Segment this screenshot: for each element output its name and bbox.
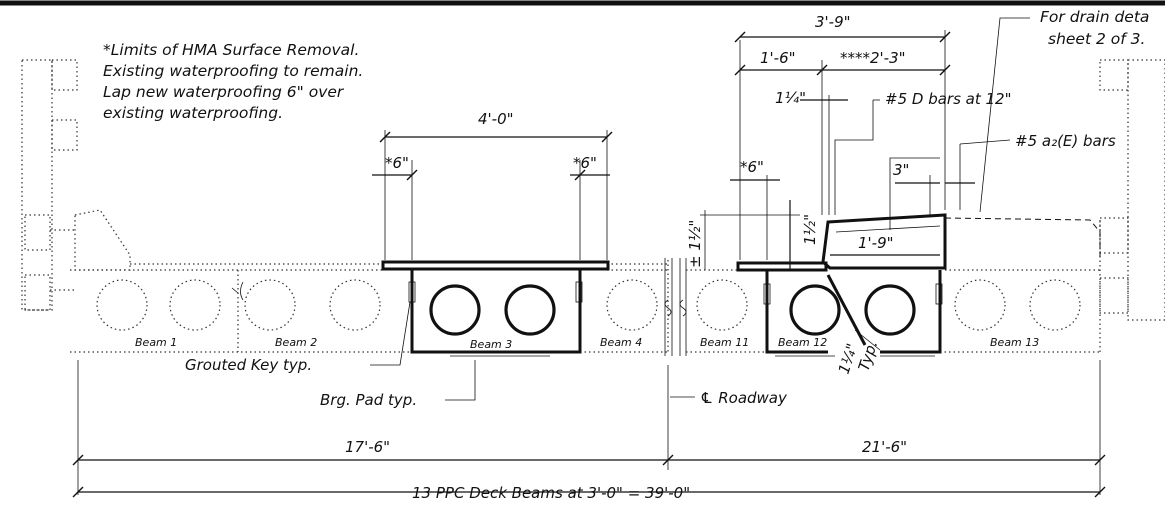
beam-void [169,279,221,331]
beam-void [96,279,148,331]
dim-three-in: 3" [893,161,909,179]
beam-3-new [381,260,610,357]
limits-note-line3: Lap new waterproofing 6" over [103,83,345,101]
dim-left-span: 17'-6" [345,438,390,456]
beam-label: Beam 2 [275,336,317,349]
deck-beams-left [70,260,669,353]
beam-label: Beam 3 [470,338,512,351]
left-barrier [21,59,131,311]
beam-labels: Beam 1 Beam 2 Beam 3 Beam 4 Beam 11 Beam… [135,336,1039,351]
break-marks [664,258,687,356]
dim-right-span: 21'-6" [862,438,907,456]
d-bars-label: #5 D bars at 12" [885,90,1012,108]
beam-void [329,279,381,331]
dim-center-width: 4'-0" [478,110,514,128]
beam-label: Beam 1 [135,336,177,349]
drain-note-line1: For drain deta [1040,8,1149,26]
beam-label: Beam 11 [700,336,749,349]
limits-note-line4: existing waterproofing. [103,104,283,122]
right-barrier [1099,59,1165,321]
dim-width-inner: 1'-9" [858,234,894,252]
limits-note-line2: Existing waterproofing to remain. [103,62,363,80]
dim-top-right: ****2'-3" [840,49,906,67]
bar-labels: #5 D bars at 12" #5 a₂(E) bars [885,90,1116,150]
callout-labels: Grouted Key typ. Brg. Pad typ. ℄ Roadway [185,356,788,409]
beam-label: Beam 4 [600,336,642,349]
grouted-key-label: Grouted Key typ. [185,356,312,374]
drain-note-line2: sheet 2 of 3. [1048,30,1145,48]
roadway-label: ℄ Roadway [700,389,788,407]
dim-top-left: 1'-6" [760,49,796,67]
dim-thickness-center: 1½" [801,214,819,245]
dimension-lines [72,17,1106,498]
beam-12-new [736,213,947,357]
deck-beams-right [686,217,1101,353]
brg-pad-label: Brg. Pad typ. [320,391,417,409]
dim-overall: 13 PPC Deck Beams at 3'-0" = 39'-0" [412,484,690,502]
beam-void [606,279,658,331]
dim-star-six-third: *6" [740,158,764,176]
beam-label: Beam 13 [990,336,1039,349]
dim-star-six-left: *6" [385,154,409,172]
a-bars-label: #5 a₂(E) bars [1015,132,1116,150]
dim-star-six-right: *6" [573,154,597,172]
dim-chamfer-typ: Typ. [855,338,882,373]
notes: *Limits of HMA Surface Removal. Existing… [103,8,1149,122]
dim-quarter: 1¼" [775,89,806,107]
beam-void [244,279,296,331]
beam-label: Beam 12 [778,336,827,349]
dim-top-overall: 3'-9" [815,13,851,31]
limits-note-line1: *Limits of HMA Surface Removal. [103,41,359,59]
dim-thickness-left: ± 1½" [686,220,704,268]
